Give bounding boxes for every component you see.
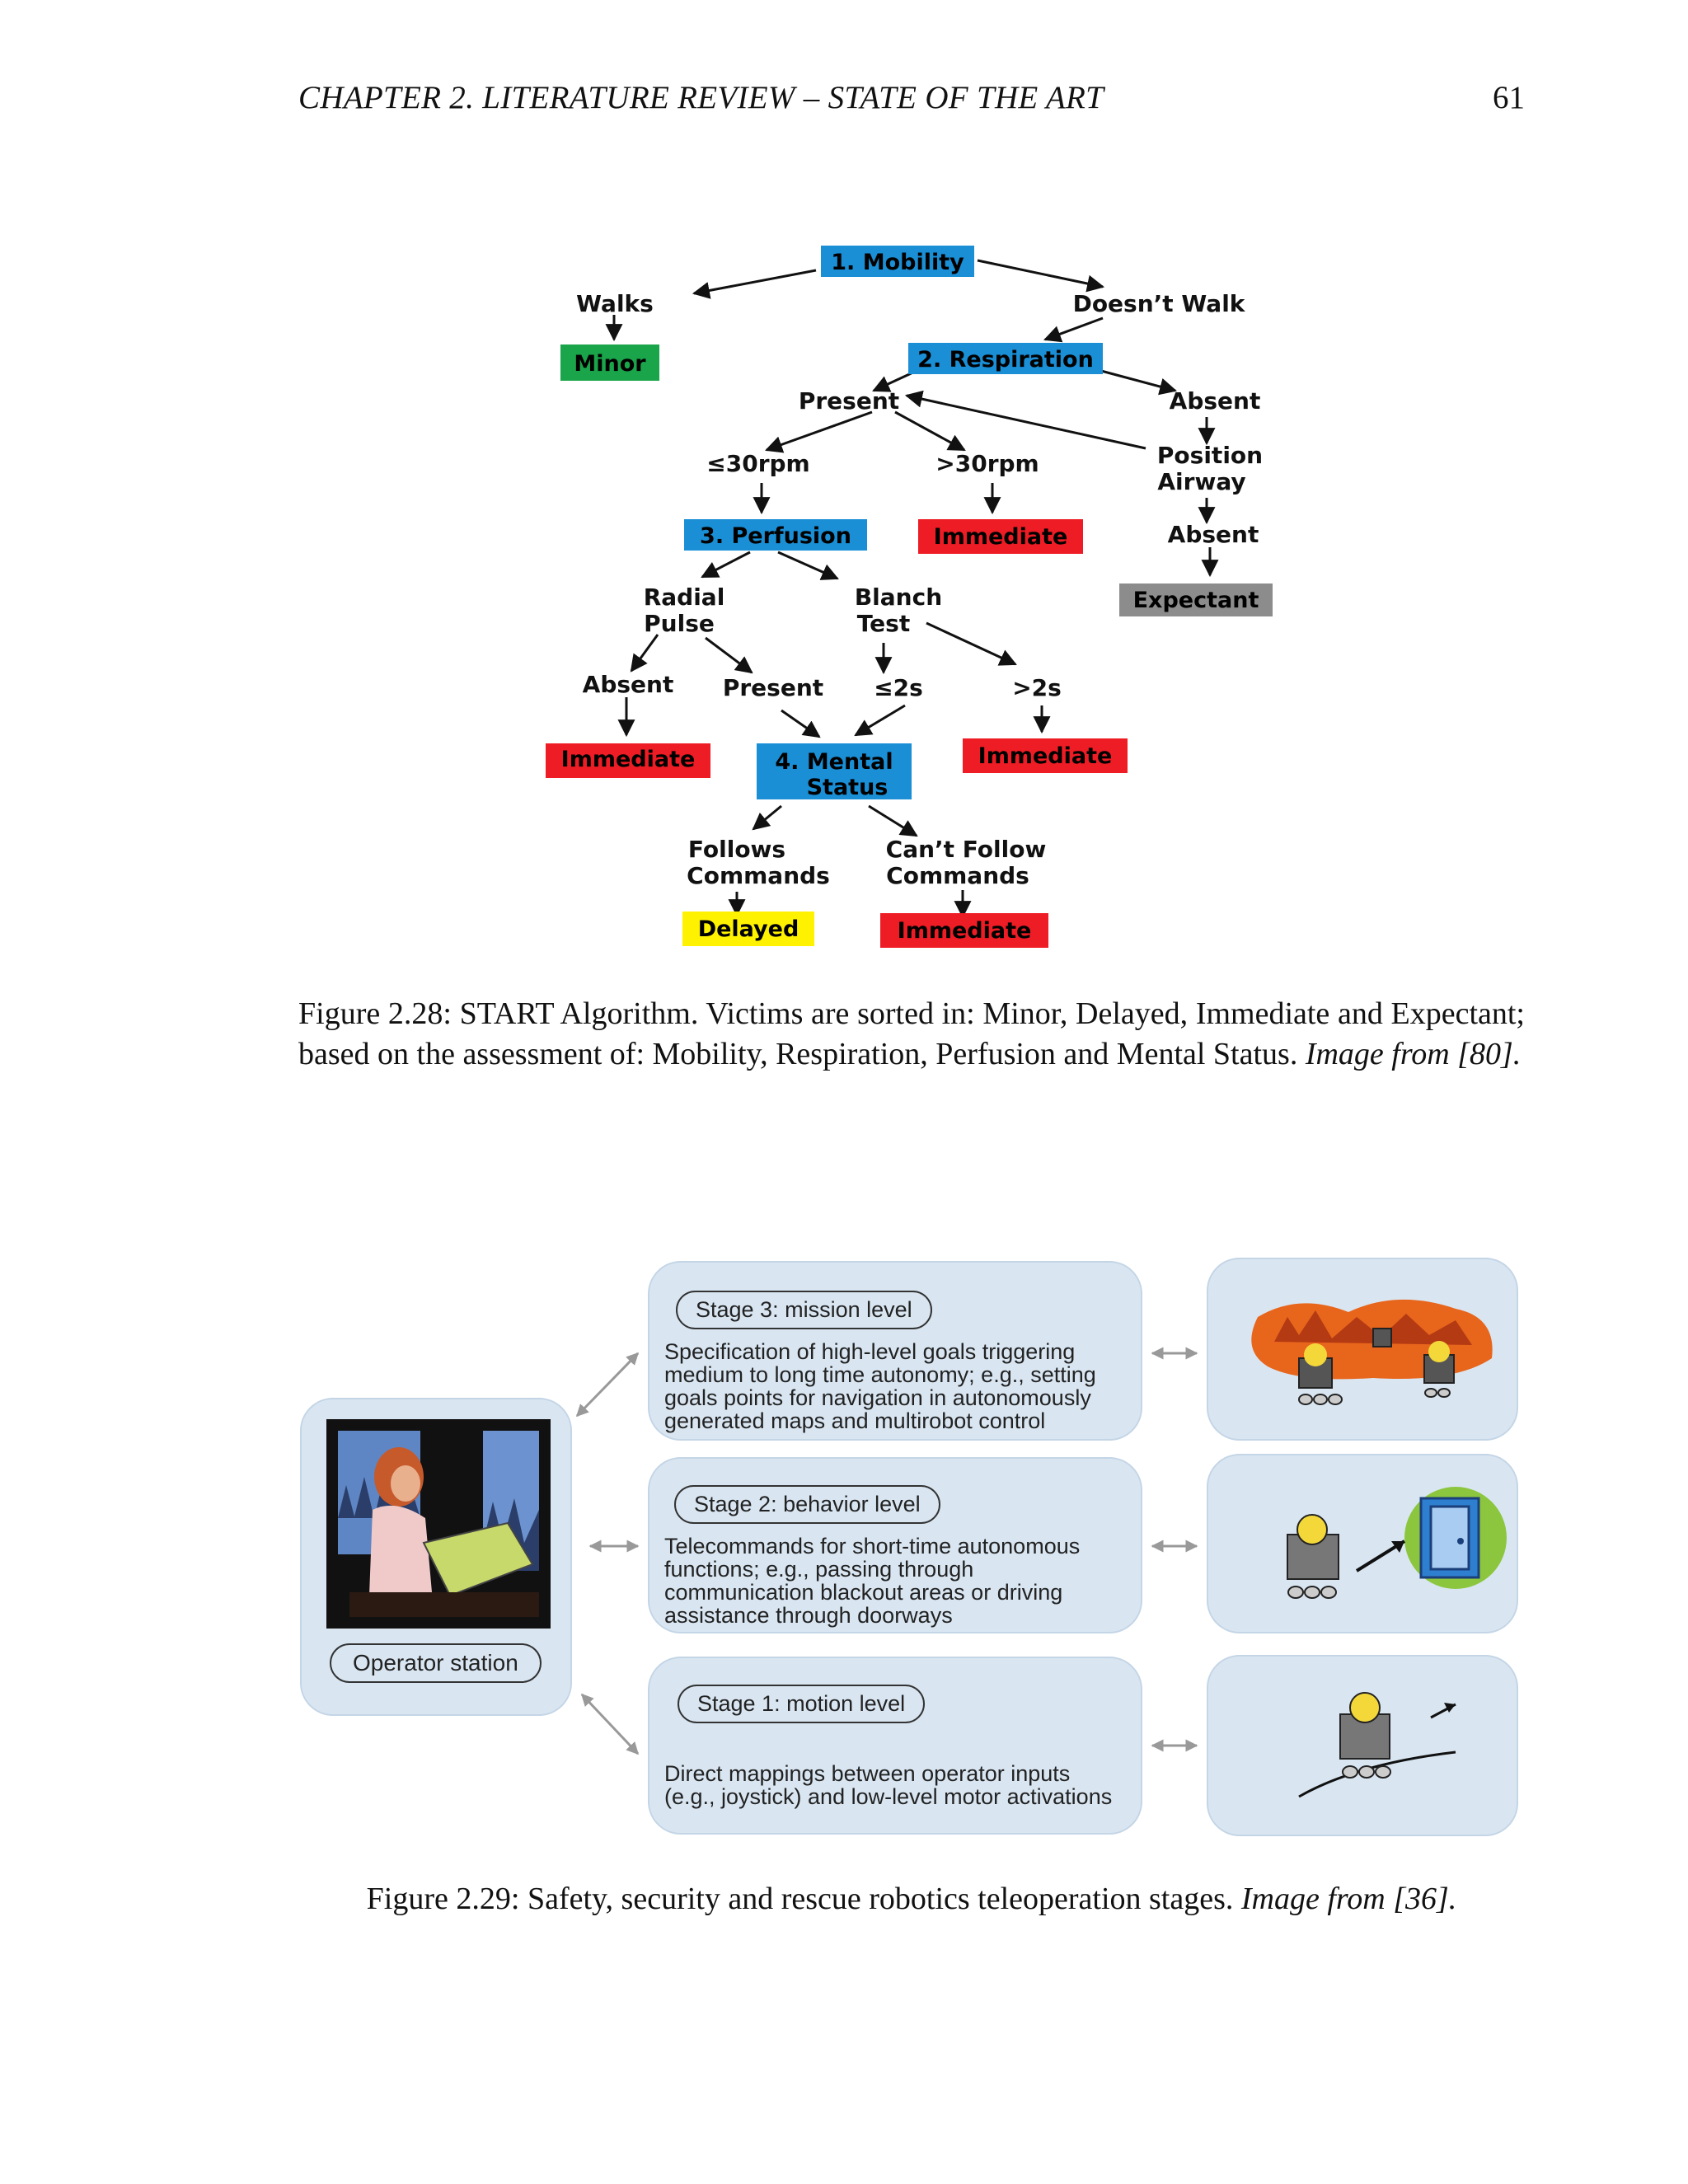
mental-status-label-1: 4. Mental (775, 749, 893, 775)
blanch-label-1: Blanch (855, 583, 942, 611)
immediate-blanch-label: Immediate (978, 743, 1113, 769)
follows-label-1: Follows (688, 836, 785, 863)
present-resp-label: Present (799, 387, 899, 415)
mental-status-box (757, 743, 912, 799)
stage-3-desc-line: goals points for navigation in autonomou… (664, 1385, 1091, 1410)
caption-reference: Image from [36]. (1240, 1882, 1457, 1916)
radial-label-2: Pulse (644, 610, 715, 637)
immediate-resp-label: Immediate (934, 524, 1068, 550)
stage-3-description: Specification of high-level goals trigge… (664, 1340, 1096, 1432)
walks-label: Walks (576, 290, 654, 317)
caption-reference: Image from [80]. (1305, 1037, 1522, 1071)
figure-2-28-caption: Figure 2.28: START Algorithm. Victims ar… (298, 994, 1525, 1075)
robot-doorway-icon (1287, 1487, 1507, 1599)
motion-robot-panel (1207, 1655, 1518, 1836)
stage-3-desc-line: medium to long time autonomy; e.g., sett… (664, 1362, 1096, 1387)
delayed-label: Delayed (698, 916, 799, 942)
stage-3-panel: Stage 3: mission level Specification of … (648, 1261, 1142, 1441)
respiration-box (908, 343, 1103, 374)
minor-label: Minor (574, 351, 646, 377)
immediate-pulse-box (546, 743, 710, 778)
position-label-2: Airway (1157, 468, 1245, 495)
robot-moving-icon (1298, 1692, 1456, 1798)
immediate-blanch-box (963, 738, 1128, 773)
delayed-box (682, 912, 814, 946)
stage-1-tag: Stage 1: motion level (678, 1685, 926, 1723)
page-header: CHAPTER 2. LITERATURE REVIEW – STATE OF … (298, 79, 1525, 129)
respiration-label: 2. Respiration (917, 347, 1094, 373)
immediate-mental-box (880, 913, 1048, 948)
operator-station-panel: Operator station (300, 1398, 572, 1716)
present-pulse-label: Present (723, 674, 823, 701)
cant-follow-label-2: Commands (886, 862, 1029, 889)
flowchart-arrows (605, 259, 1219, 919)
mobility-label: 1. Mobility (831, 250, 964, 275)
immediate-pulse-label: Immediate (561, 747, 696, 772)
stage-1-description: Direct mappings between operator inputs … (664, 1762, 1112, 1808)
figure-2-29-caption: Figure 2.29: Safety, security and rescue… (298, 1879, 1525, 1919)
stage-2-description: Telecommands for short-time autonomous f… (664, 1535, 1080, 1627)
stage-3-desc-line: generated maps and multirobot control (664, 1408, 1046, 1433)
stage-2-desc-line: functions; e.g., passing through (664, 1557, 974, 1582)
teleoperation-stages-figure: Operator station Stage 3: mission level … (297, 1258, 1525, 1838)
operator-illustration (326, 1419, 551, 1629)
immediate-resp-box (918, 519, 1083, 554)
expectant-label: Expectant (1133, 588, 1259, 613)
burning-city-robots-icon (1251, 1299, 1493, 1405)
stage-1-desc-line: (e.g., joystick) and low-level motor act… (664, 1784, 1113, 1809)
page-number: 61 (1493, 80, 1525, 115)
stage-1-panel: Stage 1: motion level Direct mappings be… (648, 1657, 1142, 1835)
stage-2-desc-line: assistance through doorways (664, 1603, 953, 1628)
caption-text: Figure 2.29: Safety, security and rescue… (366, 1882, 1234, 1916)
running-title: CHAPTER 2. LITERATURE REVIEW – STATE OF … (298, 80, 1104, 115)
stage-3-tag: Stage 3: mission level (676, 1291, 932, 1329)
stage-2-desc-line: Telecommands for short-time autonomous (664, 1534, 1081, 1558)
le30-label: ≤30rpm (706, 450, 809, 477)
gt30-label: >30rpm (935, 450, 1039, 477)
blanch-label-2: Test (857, 610, 910, 637)
follows-label-2: Commands (687, 862, 830, 889)
stage-2-desc-line: communication blackout areas or driving (664, 1580, 1063, 1605)
absent-airway-label: Absent (1168, 521, 1259, 548)
perfusion-label: 3. Perfusion (700, 523, 851, 549)
doesnt-walk-label: Doesn’t Walk (1073, 290, 1246, 317)
absent-resp-label: Absent (1170, 387, 1261, 415)
gt2s-label: >2s (1012, 674, 1062, 701)
mental-status-label-2: Status (807, 775, 889, 800)
radial-label-1: Radial (644, 583, 725, 611)
absent-pulse-label: Absent (583, 671, 674, 698)
mobility-box (821, 246, 974, 277)
operator-station-label: Operator station (330, 1643, 542, 1683)
stage-arrows (575, 1347, 1198, 1755)
behavior-robot-panel (1207, 1454, 1518, 1633)
position-label-1: Position (1157, 442, 1263, 469)
stage-2-tag: Stage 2: behavior level (674, 1485, 940, 1524)
perfusion-box (684, 519, 867, 551)
stage-2-panel: Stage 2: behavior level Telecommands for… (648, 1457, 1142, 1633)
cant-follow-label-1: Can’t Follow (886, 836, 1047, 863)
le2s-label: ≤2s (874, 674, 923, 701)
minor-box (560, 344, 659, 381)
expectant-box (1119, 583, 1273, 616)
stage-1-desc-line: Direct mappings between operator inputs (664, 1761, 1071, 1786)
stage-3-desc-line: Specification of high-level goals trigge… (664, 1339, 1076, 1364)
caption-text: Figure 2.28: START Algorithm. Victims ar… (298, 996, 1525, 1071)
start-algorithm-flowchart: 1. Mobility Minor 2. Respiration 3. Perf… (546, 246, 1273, 948)
mission-robots-panel (1207, 1258, 1518, 1441)
immediate-mental-label: Immediate (898, 918, 1032, 944)
